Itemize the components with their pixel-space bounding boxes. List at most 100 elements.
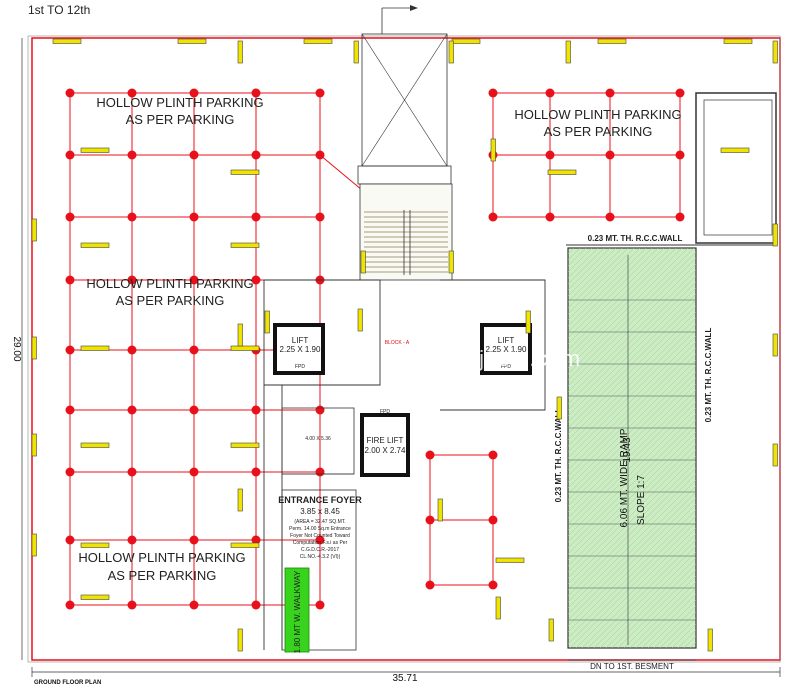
walkway: [284, 567, 310, 653]
wall-marker: [723, 38, 753, 44]
ramp-length: 19.43: [622, 437, 633, 462]
column-grid-ne: [488, 88, 685, 222]
watermark: EasyProjects.com: [389, 346, 581, 371]
wall-marker: [31, 433, 37, 457]
ramp-slope: SLOPE 1:7: [636, 475, 647, 525]
wall-marker: [565, 40, 571, 64]
nw-column: [251, 150, 261, 160]
nw-column: [65, 275, 75, 285]
wall-top-label: 0.23 MT. TH. R.C.C.WALL: [588, 234, 683, 243]
nw-column: [127, 212, 137, 222]
wall-marker: [495, 557, 525, 563]
nw-column: [251, 405, 261, 415]
column-grid-center: [425, 450, 498, 590]
nw-column: [251, 212, 261, 222]
lift-left: LIFT 2.25 X 1.90 FPD: [273, 323, 325, 375]
nw-column: [315, 535, 325, 545]
ne-column: [605, 212, 615, 222]
wall-marker: [448, 250, 454, 274]
nw-column: [189, 275, 199, 285]
nw-column: [251, 600, 261, 610]
wall-marker: [448, 40, 454, 64]
nw-column: [127, 535, 137, 545]
wall-marker: [303, 38, 333, 44]
nw-column: [251, 467, 261, 477]
entrance-note-3: Foyer Not Counted Toward: [290, 533, 350, 539]
wall-marker: [556, 396, 562, 420]
lobby-size: 4.00 X 5.36: [305, 436, 331, 442]
wall-marker: [237, 488, 243, 512]
nw-column: [127, 88, 137, 98]
fire-lift: FPD FIRE LIFT 2.00 X 2.74: [360, 409, 410, 477]
lift-right: LIFT 2.25 X 1.90 FPD: [480, 323, 532, 375]
wall-marker: [490, 138, 496, 162]
outer-line: [27, 35, 781, 663]
wall-marker: [437, 498, 443, 522]
wall-marker: [451, 38, 481, 44]
nw-column: [189, 535, 199, 545]
lift-right-size: 2.25 X 1.90: [486, 345, 527, 354]
nw-column: [65, 150, 75, 160]
parking-label-sw-1: HOLLOW PLINTH PARKING: [78, 550, 245, 565]
ne-column: [605, 88, 615, 98]
parking-label-ne-1: HOLLOW PLINTH PARKING: [514, 107, 681, 122]
wall-marker: [353, 40, 359, 64]
lift-left-tag: FPD: [295, 364, 305, 370]
ramp-exit-label: DN TO 1ST. BESMENT: [590, 662, 674, 671]
ne-column: [545, 212, 555, 222]
wall-marker: [525, 310, 531, 334]
entrance-note-4: Computation F.s.i as Per: [293, 540, 348, 546]
nw-column: [65, 600, 75, 610]
wall-marker: [80, 542, 110, 548]
wall-marker: [80, 147, 110, 153]
core-block-left: [263, 279, 381, 386]
nw-column: [189, 467, 199, 477]
block-label: BLOCK - A: [385, 340, 410, 346]
center-column: [425, 580, 435, 590]
staircase: [359, 183, 453, 281]
entrance-title: ENTRANCE FOYER: [278, 495, 362, 505]
wall-marker: [720, 147, 750, 153]
ne-column: [675, 150, 685, 160]
wall-left-label: 0.23 MT. TH. R.C.C.WALL: [554, 408, 563, 503]
nw-column: [189, 212, 199, 222]
wall-marker: [264, 310, 270, 334]
center-column: [488, 580, 498, 590]
staircase-upper: [357, 5, 452, 185]
nw-column: [251, 88, 261, 98]
core-block-right: [440, 279, 546, 411]
wall-marker: [80, 242, 110, 248]
wall-marker: [80, 442, 110, 448]
ne-column: [675, 212, 685, 222]
center-column: [425, 450, 435, 460]
nw-column: [65, 88, 75, 98]
wall-marker: [230, 169, 260, 175]
nw-column: [189, 405, 199, 415]
wall-marker: [597, 38, 627, 44]
nw-column: [315, 467, 325, 477]
wall-right-label: 0.23 MT. TH. R.C.C.WALL: [704, 328, 713, 423]
entrance-note-5: C.G.D.C.R.-2017: [301, 547, 339, 553]
wall-marker: [52, 38, 82, 44]
nw-column: [315, 88, 325, 98]
fire-lift-size: 2.00 X 2.74: [365, 446, 406, 455]
lift-left-name: LIFT: [292, 336, 309, 345]
nw-column: [127, 275, 137, 285]
height-dimension: 29.00: [11, 336, 22, 361]
entrance-note-2: Perm. 14.00 Sq.m Entrance: [289, 526, 351, 532]
wall-marker: [177, 38, 207, 44]
ne-column: [488, 212, 498, 222]
wall-marker: [237, 40, 243, 64]
nw-column: [65, 345, 75, 355]
wall-marker: [80, 345, 110, 351]
parking-label-w-2: AS PER PARKING: [116, 293, 225, 308]
center-column: [488, 450, 498, 460]
wall-marker: [360, 250, 366, 274]
wall-marker: [547, 169, 577, 175]
wall-markers: [31, 38, 778, 652]
page-title: 1st TO 12th: [28, 3, 91, 17]
wall-marker: [772, 40, 778, 64]
nw-column: [127, 467, 137, 477]
wall-marker: [772, 333, 778, 357]
